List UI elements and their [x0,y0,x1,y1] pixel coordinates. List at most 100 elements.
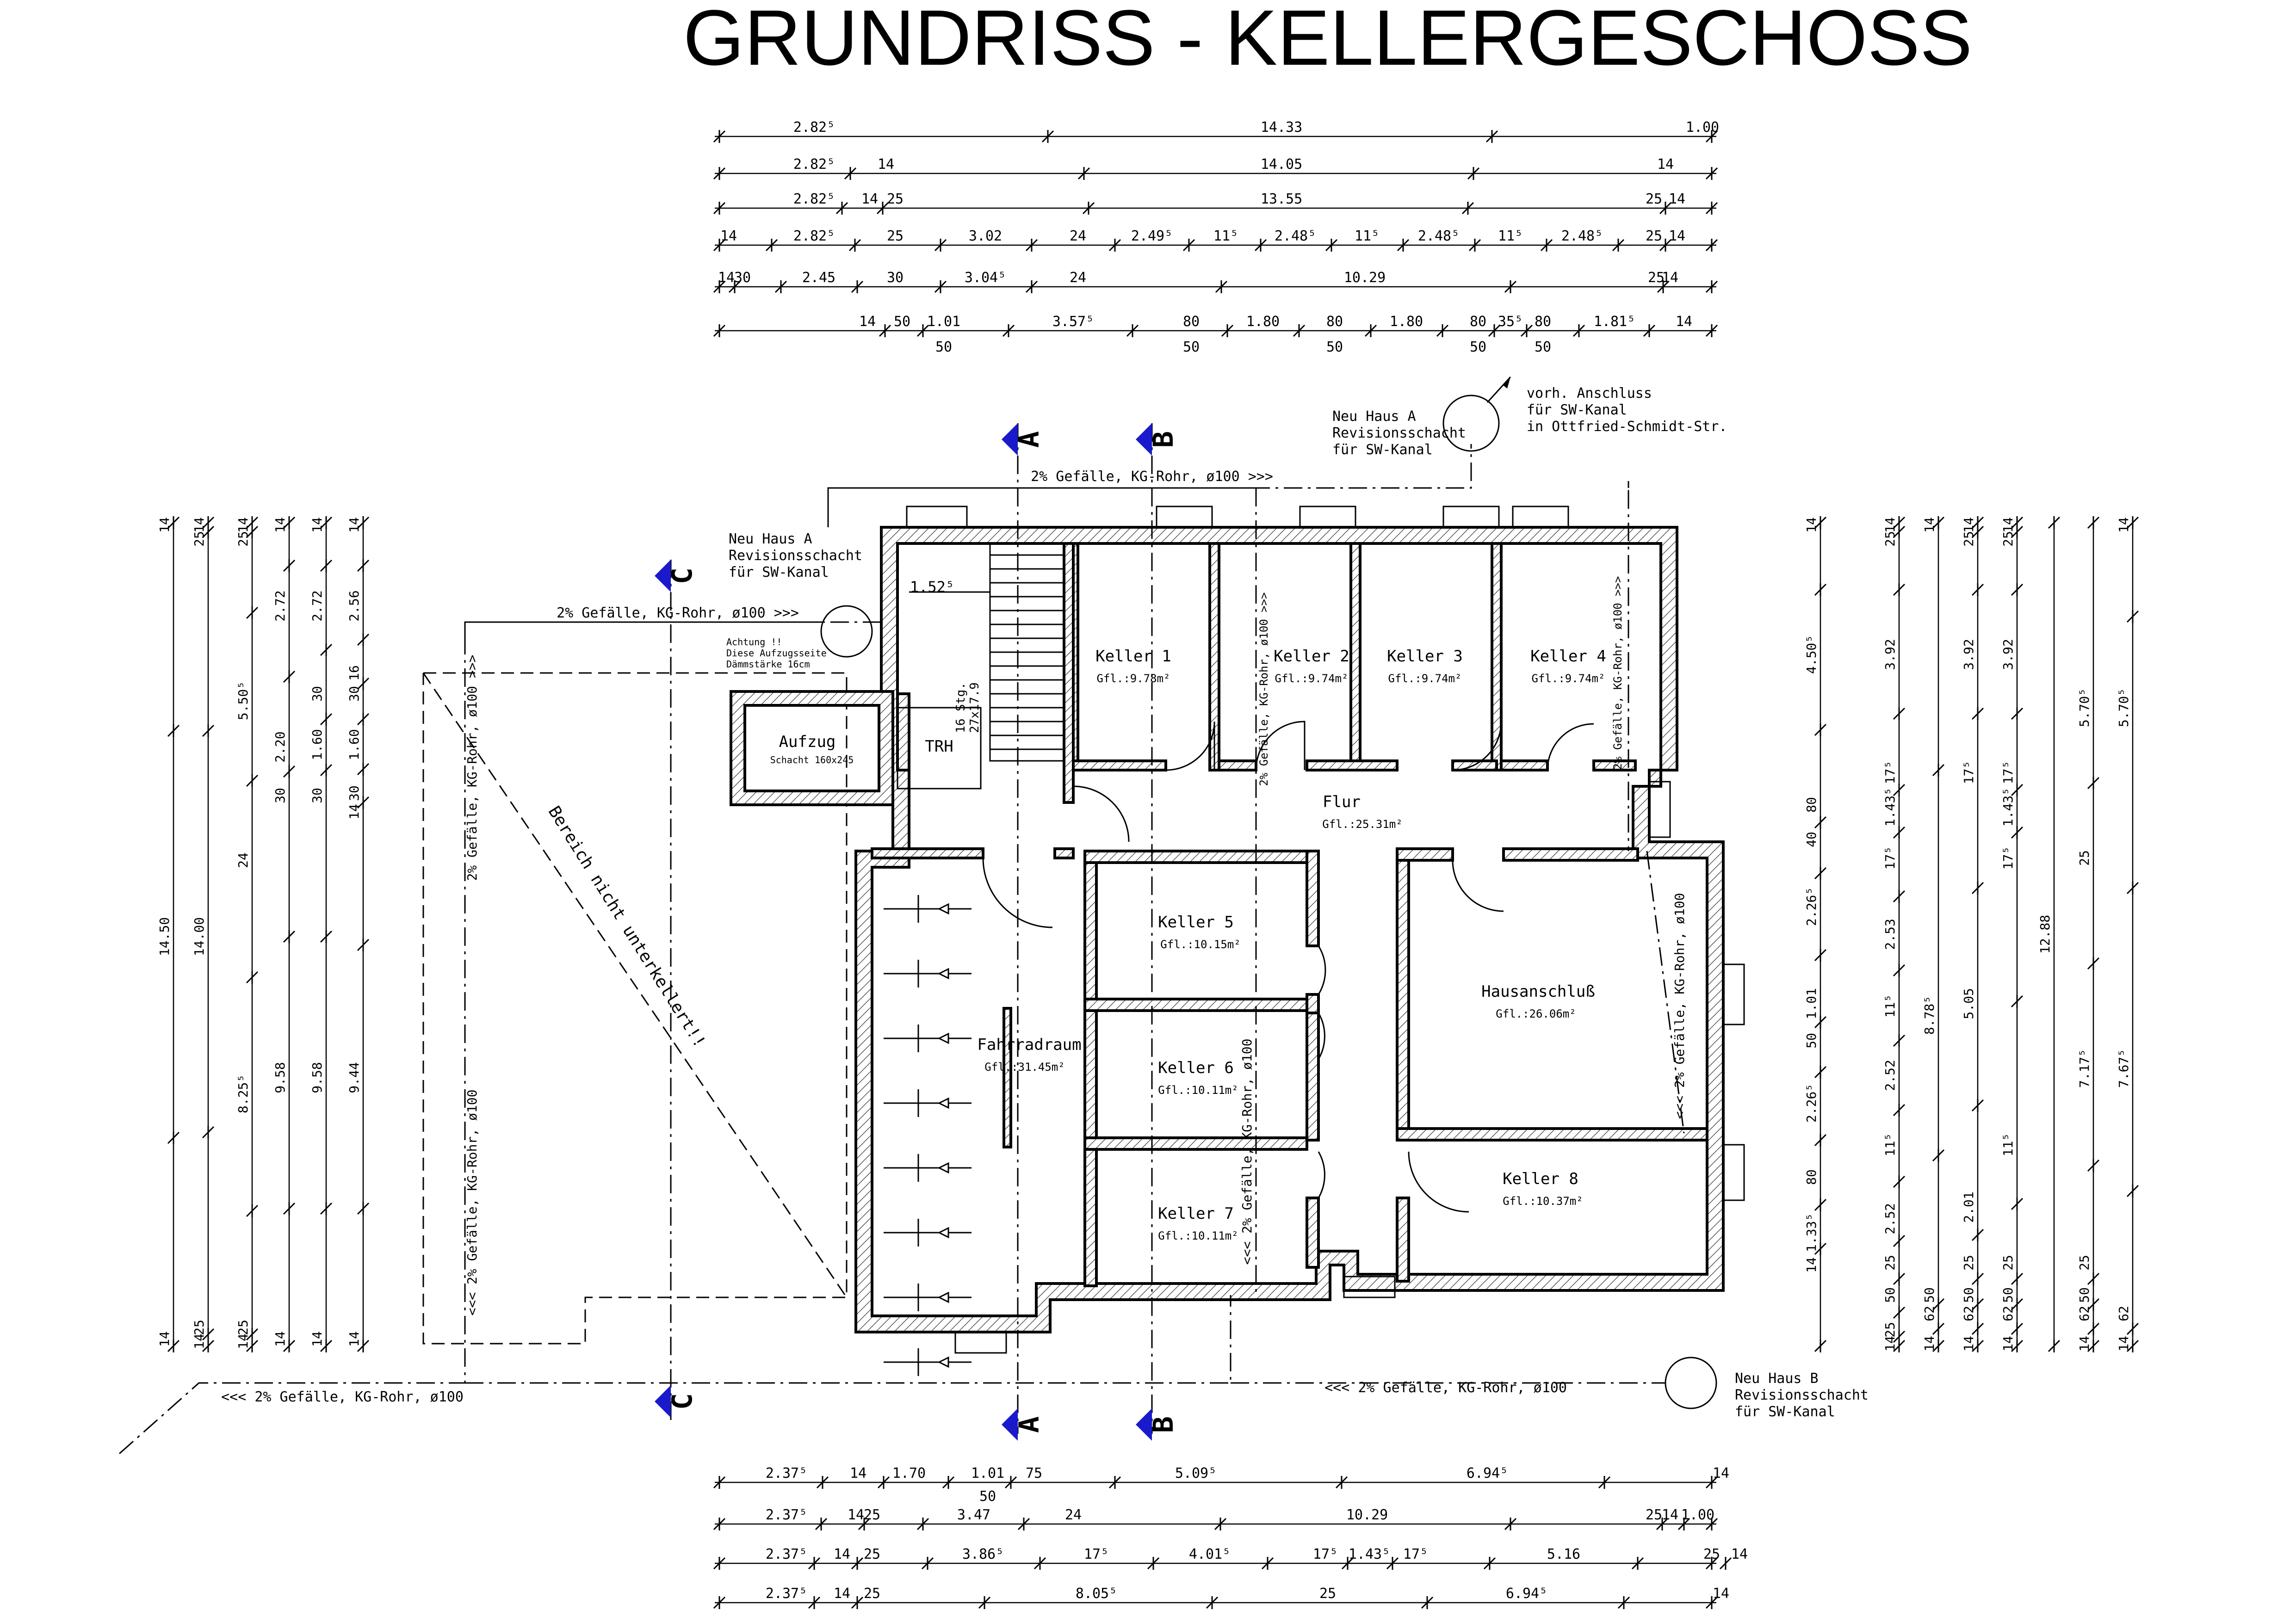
section-arrow-icon [1136,1408,1152,1441]
dim-label: 14 [1804,517,1819,533]
dim-label: 25 [235,531,251,547]
dim-label: 24 [1065,1507,1082,1523]
dim-label: 14 [2116,517,2131,533]
hausanschluss-name: Hausanschluß [1481,982,1595,1001]
dim-label: 2.53 [1882,919,1898,950]
dim-label: 2.82⁵ [793,228,835,244]
dim-label: 30 [734,270,751,286]
dim-label: 25 [2077,1255,2092,1271]
dim-label: 50 [1961,1287,1976,1303]
dim-label: 14 [848,1507,864,1523]
section-letter: C [666,1393,699,1410]
dim-label: 14.05 [1261,156,1302,173]
dim-label: 1.33⁵ [1804,1213,1819,1252]
dim-sublabel: 50 [979,1488,996,1505]
dim-label: 17⁵ [1882,761,1898,784]
bike-arrow-icon [937,1097,949,1109]
dim-label: 4.50⁵ [1804,635,1819,674]
dim-label: 14 [1662,1507,1678,1523]
bike-arrow-icon [937,1032,949,1044]
section-letter: C [666,568,699,584]
dim-label: 14 [1961,1336,1976,1351]
keller3-name: Keller 3 [1387,647,1463,666]
dim-label: 5.16 [1547,1546,1580,1562]
dim-label: 25 [1961,531,1976,547]
dim-label: 25 [1646,1507,1662,1523]
dim-label: 6.94⁵ [1467,1465,1508,1481]
windows [906,506,1745,1354]
dim-label: 14 [157,517,172,533]
dim-label: 2.82⁵ [793,156,835,173]
dim-label: 50 [1882,1287,1898,1303]
dim-sublabel: 50 [935,339,952,355]
dim-label: 10.29 [1346,1507,1388,1523]
bike-arrow-icon [937,1162,949,1174]
plan-title: GRUNDRISS - KELLERGESCHOSS [683,0,1973,82]
bike-arrow-icon [937,1356,949,1368]
dim-label: 80 [1535,314,1551,330]
dim-label: 14.50 [157,917,172,956]
dim-label: 10.29 [1344,270,1386,286]
bicycle-racks [884,895,972,1376]
manhole-a-top-icon [1442,395,1500,452]
dim-label: 25 [2077,850,2092,866]
keller8-name: Keller 8 [1503,1170,1578,1188]
dimension-chains-left: 1414.5014251414.00251425145.50⁵248.25⁵25… [157,516,370,1352]
section-letter: A [1013,1416,1046,1433]
room-labels: Keller 1 Gfl.:9.78m² Keller 2 Gfl.:9.74m… [770,647,1606,1242]
dim-label: 1.00 [1686,119,1719,136]
dim-label: 14 [1676,314,1692,330]
dim-label: 14 [720,228,737,244]
dim-label: 14 [1922,517,1937,533]
dim-label: 8.25⁵ [235,1074,251,1113]
pipe-v-keller4-label: 2% Gefälle, KG-Rohr, ø100 >>> [1611,576,1624,770]
dim-sublabel: 50 [1535,339,1551,355]
dim-label: 62 [2116,1306,2131,1321]
dim-label: 2.45 [802,270,835,286]
keller6-area: Gfl.:10.11m² [1158,1084,1238,1097]
dim-label: 30 [347,785,362,801]
dim-label: 4.01⁵ [1189,1546,1231,1562]
dim-label: 30 [887,270,904,286]
aufzug-name: Aufzug [779,733,836,751]
dim-label: 14 [192,1333,207,1349]
dim-label: 30 [347,686,362,702]
dim-label: 14 [1657,156,1674,173]
dim-label: 3.02 [969,228,1002,244]
dimension-chains-right: 144.50⁵80402.26⁵1.01502.26⁵801.33⁵142514… [1804,516,2139,1352]
dim-label: 14 [157,1331,172,1347]
dim-label: 2.37⁵ [766,1546,807,1562]
dim-label: 14 [1669,191,1685,207]
dim-label: 14 [834,1546,850,1562]
dim-label: 17⁵ [2000,846,2016,870]
dim-label: 2.37⁵ [766,1586,807,1602]
dim-label: 1.70 [892,1465,926,1481]
dim-label: 5.05 [1961,988,1976,1019]
dim-label: 9.58 [272,1062,288,1093]
keller6-name: Keller 6 [1158,1059,1234,1077]
dim-label: 40 [1804,832,1819,847]
keller1-name: Keller 1 [1095,647,1171,666]
dim-label: 25 [864,1546,880,1562]
dim-label: 2.48⁵ [1561,228,1603,244]
dim-label: 14 [2077,1336,2092,1351]
dim-label: 6.94⁵ [1506,1586,1547,1602]
dim-label: 1.00 [1681,1507,1714,1523]
dim-label: 25 [192,531,207,547]
dim-label: 80 [1183,314,1200,330]
dim-label: 13.55 [1261,191,1302,207]
dim-label: 14 [272,1331,288,1347]
dim-label: 5.09⁵ [1175,1465,1217,1481]
dim-label: 80 [1804,1169,1819,1185]
dim-label: 5.50⁵ [235,681,251,720]
dim-label: 9.44 [347,1062,362,1093]
dim-label: 25 [1646,191,1662,207]
dim-label: 2.01 [1961,1191,1976,1222]
keller1-area: Gfl.:9.78m² [1097,672,1170,685]
dim-label: 3.92 [2000,639,2016,670]
dim-label: 17⁵ [1961,761,1976,784]
dim-label: 1.60 [309,729,325,760]
